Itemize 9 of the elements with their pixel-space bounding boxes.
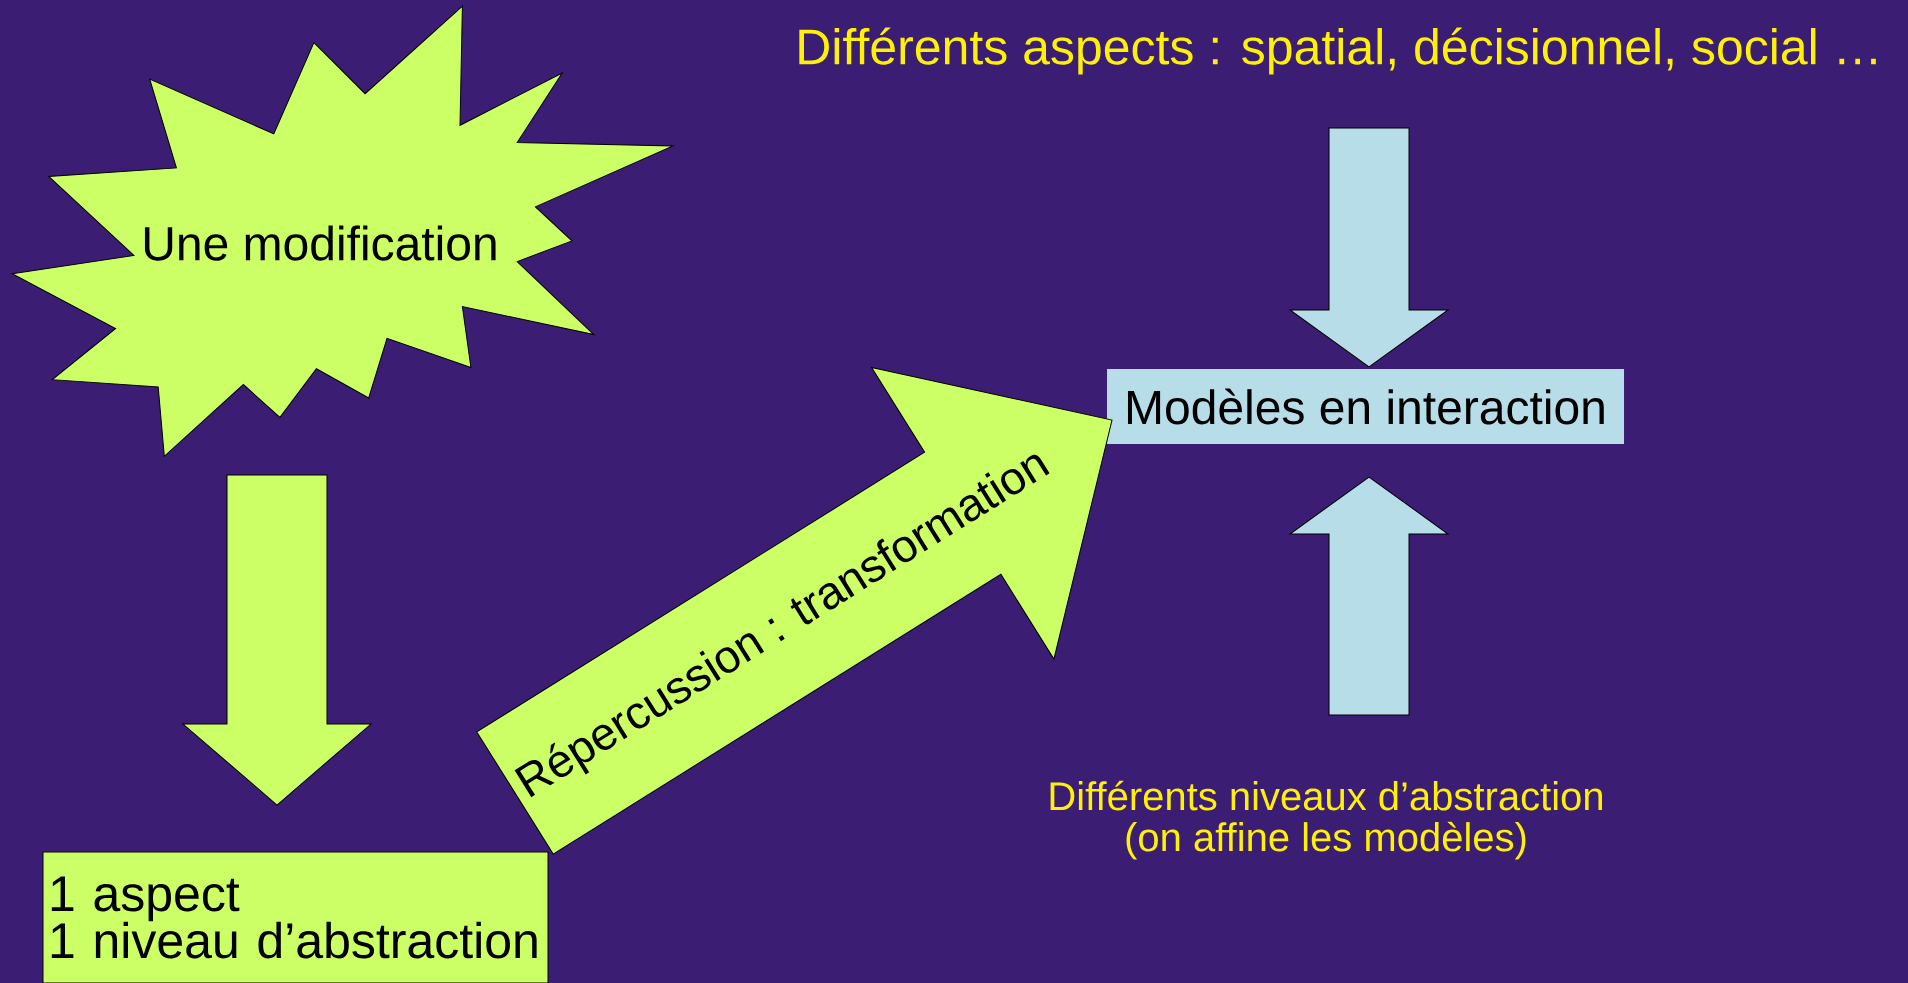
- block-arrow: [1289, 476, 1449, 716]
- label-box: Modèles en interaction: [1107, 369, 1624, 444]
- starburst: Une modification: [11, 5, 674, 457]
- block-arrow: [476, 366, 1113, 855]
- text-box: 1 aspect 1 niveau d’abstraction: [42, 851, 549, 983]
- note-text: Différents aspects : spatial, décisionnel, social …: [799, 27, 1876, 75]
- note-text: Différents niveaux d’abstraction (on affine les modèles): [1050, 780, 1602, 860]
- block-arrow: [182, 474, 372, 806]
- block-arrow: [1289, 127, 1449, 368]
